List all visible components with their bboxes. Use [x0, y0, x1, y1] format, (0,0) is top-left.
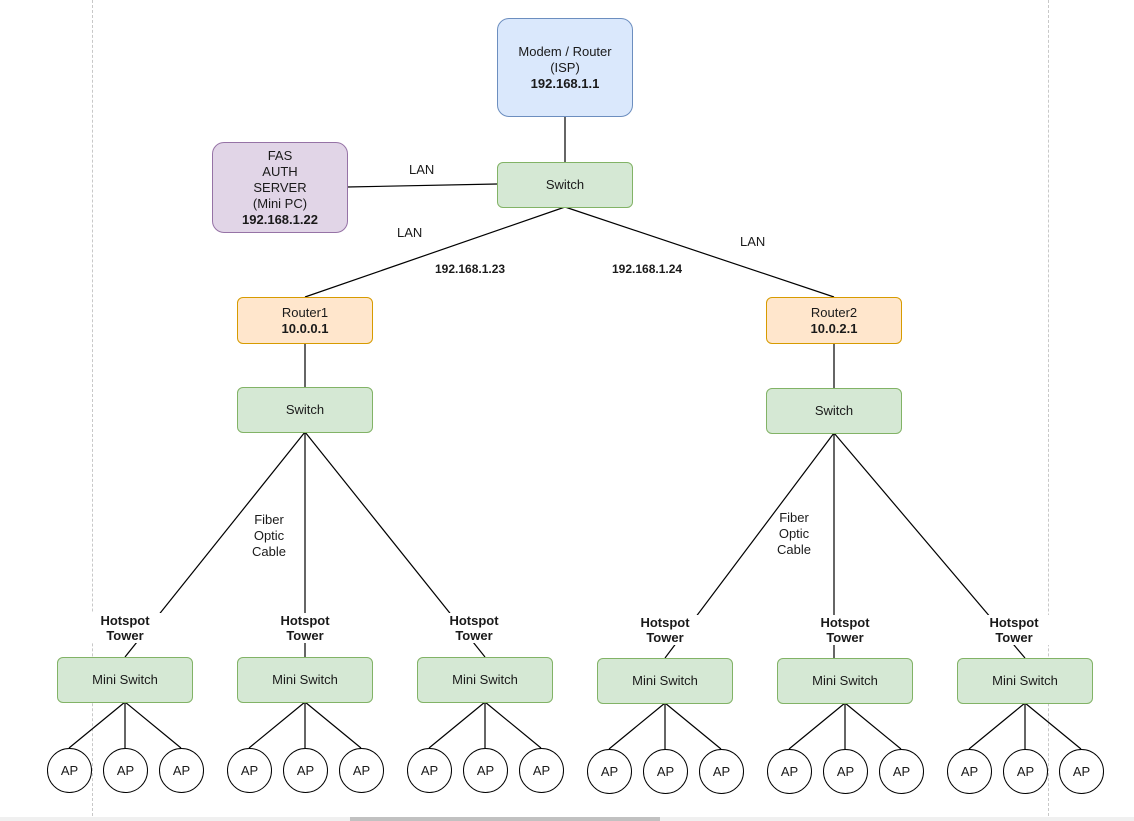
ap-links-2 [248, 701, 362, 749]
page-guide-right [1048, 0, 1049, 821]
ap-node[interactable]: AP [1003, 749, 1048, 794]
ap-links-4 [608, 702, 722, 750]
ap-node[interactable]: AP [879, 749, 924, 794]
left-switch-node[interactable]: Switch [237, 387, 373, 433]
ap-node[interactable]: AP [463, 748, 508, 793]
ip-label-left: 192.168.1.23 [435, 262, 506, 276]
ap-node[interactable]: AP [823, 749, 868, 794]
modem-ip: 192.168.1.1 [530, 75, 600, 91]
right-switch-node[interactable]: Switch [766, 388, 902, 434]
modem-isp-label: (ISP) [550, 59, 580, 75]
ap-links-3 [428, 701, 542, 749]
ap-node[interactable]: AP [947, 749, 992, 794]
mini-switch-3[interactable]: Mini Switch [417, 657, 553, 703]
ap-node[interactable]: AP [407, 748, 452, 793]
core-switch-node[interactable]: Switch [497, 162, 633, 208]
modem-router-node[interactable]: Modem / Router (ISP) 192.168.1.1 [497, 18, 633, 117]
ap-node[interactable]: AP [587, 749, 632, 794]
link-fas-switch [346, 183, 498, 188]
ap-node[interactable]: AP [47, 748, 92, 793]
router2-node[interactable]: Router2 10.0.2.1 [766, 297, 902, 344]
link-switch-router1 [304, 206, 566, 298]
router1-node[interactable]: Router1 10.0.0.1 [237, 297, 373, 344]
scrollbar-thumb[interactable] [350, 817, 660, 821]
ap-node[interactable]: AP [339, 748, 384, 793]
fas-auth-server-node[interactable]: FAS AUTH SERVER (Mini PC) 192.168.1.22 [212, 142, 348, 233]
ap-node[interactable]: AP [103, 748, 148, 793]
ap-node[interactable]: AP [283, 748, 328, 793]
router2-ip: 10.0.2.1 [810, 320, 858, 336]
link-switch-router2 [564, 206, 835, 298]
mini-switch-1[interactable]: Mini Switch [57, 657, 193, 703]
mini-switch-5[interactable]: Mini Switch [777, 658, 913, 704]
ap-node[interactable]: AP [159, 748, 204, 793]
ap-node[interactable]: AP [519, 748, 564, 793]
mini-switch-2[interactable]: Mini Switch [237, 657, 373, 703]
ap-node[interactable]: AP [699, 749, 744, 794]
fiber-label-right: Fiber Optic Cable [777, 510, 811, 557]
modem-label: Modem / Router [518, 43, 612, 59]
ap-links-1 [68, 701, 182, 749]
ap-node[interactable]: AP [1059, 749, 1104, 794]
ap-links-5 [788, 702, 902, 750]
mini-switch-4[interactable]: Mini Switch [597, 658, 733, 704]
ap-node[interactable]: AP [767, 749, 812, 794]
router1-ip: 10.0.0.1 [281, 320, 329, 336]
mini-switch-6[interactable]: Mini Switch [957, 658, 1093, 704]
ap-node[interactable]: AP [643, 749, 688, 794]
ap-node[interactable]: AP [227, 748, 272, 793]
ap-links-6 [968, 702, 1082, 750]
lan-label-left: LAN [397, 225, 423, 240]
fas-ip: 192.168.1.22 [242, 211, 318, 227]
page-guide-left [92, 0, 93, 821]
fiber-label-left: Fiber Optic Cable [252, 512, 286, 559]
ip-label-right: 192.168.1.24 [612, 262, 683, 276]
lan-label-right: LAN [740, 234, 766, 249]
lan-label-fas: LAN [409, 162, 435, 177]
